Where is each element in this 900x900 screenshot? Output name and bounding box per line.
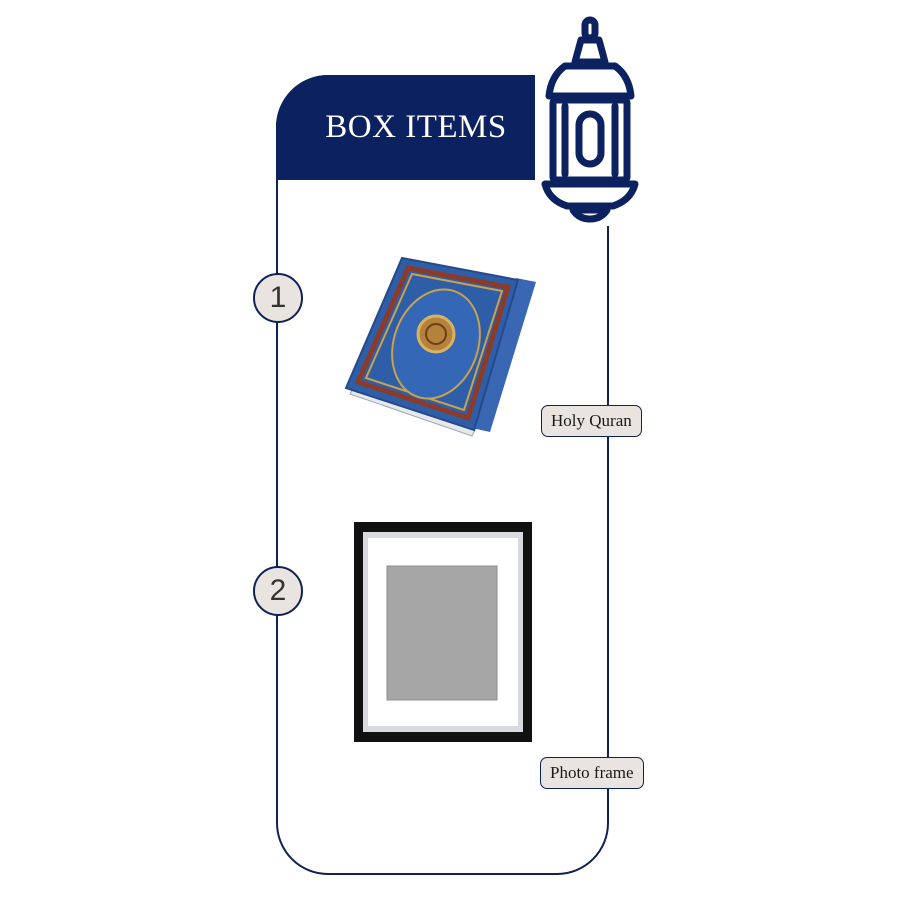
item-number-1: 1 [253, 273, 303, 323]
holy-quran-image [344, 256, 536, 437]
card-header: BOX ITEMS [276, 75, 546, 180]
item-number-2: 2 [253, 566, 303, 616]
photo-frame-image [354, 522, 532, 742]
item-label-photo-frame: Photo frame [540, 757, 644, 789]
lantern-icon [535, 16, 645, 226]
header-title: BOX ITEMS [325, 109, 507, 145]
item-label-holy-quran: Holy Quran [541, 405, 642, 437]
